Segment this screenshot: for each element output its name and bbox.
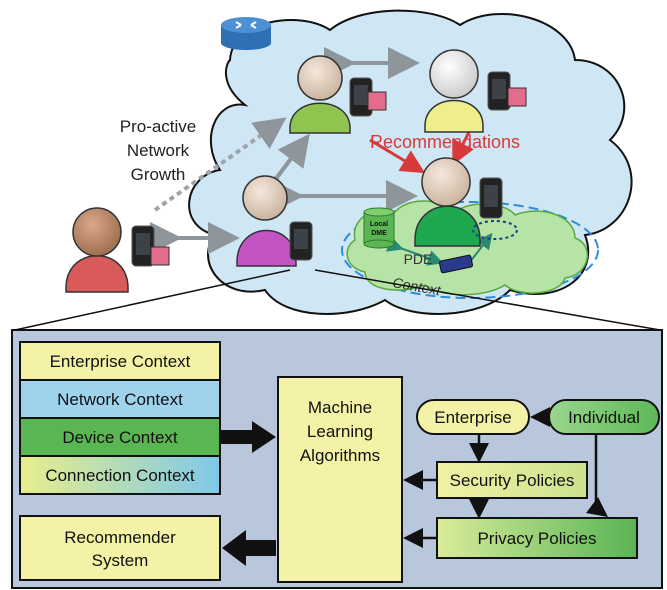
context-to-ml-arrow bbox=[220, 421, 276, 453]
individual-node-label: Individual bbox=[568, 408, 640, 427]
user-avatar-magenta bbox=[236, 175, 297, 267]
proactive-label-line2: Network bbox=[127, 141, 190, 160]
enterprise-node bbox=[416, 399, 530, 435]
privacy-policies-label: Privacy Policies bbox=[477, 529, 596, 548]
recommender-box bbox=[19, 515, 221, 581]
local-dme-icon bbox=[363, 207, 395, 249]
context-stack: Enterprise Context Network Context Devic… bbox=[19, 341, 221, 495]
ml-label-line2: Learning bbox=[307, 422, 373, 441]
user-avatar-green bbox=[289, 55, 351, 134]
security-policies-label: Security Policies bbox=[450, 471, 575, 490]
proactive-label-line1: Pro-active bbox=[120, 117, 197, 136]
network-context-label: Network Context bbox=[57, 390, 183, 409]
pde-label: PDE bbox=[404, 251, 433, 267]
connection-context-box bbox=[19, 455, 221, 495]
zoom-line bbox=[14, 269, 291, 331]
connection-arrows bbox=[150, 47, 493, 266]
ml-algorithms-box bbox=[277, 376, 403, 583]
phone-icon bbox=[289, 221, 313, 261]
phone-icon bbox=[479, 177, 503, 219]
ml-label-line1: Machine bbox=[308, 398, 372, 417]
connection-context-label: Connection Context bbox=[45, 466, 195, 485]
enterprise-context-box bbox=[19, 341, 221, 381]
phone-icon bbox=[349, 77, 387, 117]
ml-label-line3: Algorithms bbox=[300, 446, 380, 465]
zoom-line bbox=[314, 269, 661, 331]
device-context-label: Device Context bbox=[62, 428, 178, 447]
proactive-label-line3: Growth bbox=[131, 165, 186, 184]
router-icon bbox=[221, 17, 271, 50]
network-context-box bbox=[19, 379, 221, 419]
enterprise-context-label: Enterprise Context bbox=[50, 352, 191, 371]
device-range-ring bbox=[472, 220, 518, 240]
ml-to-recommender-arrow bbox=[222, 530, 276, 566]
enterprise-node-label: Enterprise bbox=[434, 408, 511, 427]
phone-icon bbox=[131, 225, 170, 267]
recommender-label-line1: Recommender bbox=[64, 528, 176, 547]
phone-icon bbox=[487, 71, 527, 111]
policy-arrows bbox=[403, 407, 608, 548]
pde-context-area bbox=[341, 200, 599, 299]
local-dme-label-line2: DME bbox=[371, 230, 387, 237]
tablet-icon bbox=[438, 254, 474, 274]
user-avatar-yellow bbox=[424, 49, 484, 133]
local-dme-label-line1: Local bbox=[370, 221, 388, 228]
user-avatar-red bbox=[65, 207, 129, 293]
user-avatar-center bbox=[414, 157, 481, 247]
recommender-label-line2: System bbox=[92, 551, 149, 570]
recommendations-label: Recommendations bbox=[370, 132, 520, 152]
